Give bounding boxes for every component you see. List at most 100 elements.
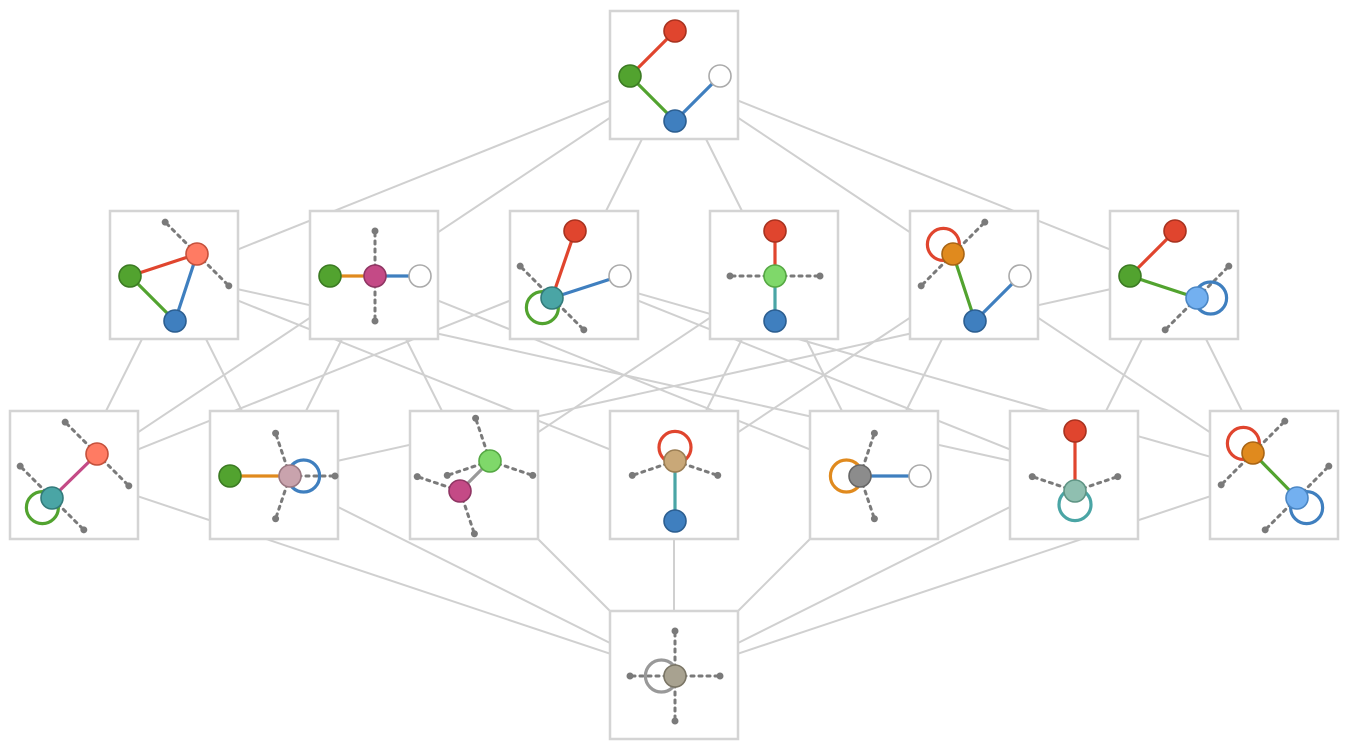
graph-edge — [550, 274, 622, 300]
graph-vertex — [163, 309, 187, 333]
graph-vertex — [663, 109, 687, 133]
lattice-connector-a2-b3 — [405, 338, 443, 412]
stub-endpoint — [125, 482, 133, 490]
lattice-connector-a1-b1 — [105, 338, 143, 412]
lattice-node-b2[interactable] — [208, 409, 340, 541]
graph-vertex — [118, 264, 142, 288]
lattice-node-b1[interactable] — [8, 409, 140, 541]
graph-vertex — [478, 449, 502, 473]
lattice-node-b7[interactable] — [1208, 409, 1340, 541]
lattice-connector-top-a4 — [705, 138, 743, 212]
stub-endpoint — [1028, 473, 1036, 481]
stub-endpoint — [529, 471, 537, 479]
stub-endpoint — [1225, 262, 1233, 270]
graph-vertex — [608, 264, 632, 288]
stub-endpoint — [61, 418, 69, 426]
stub-endpoint — [716, 672, 724, 680]
lattice-connectors — [105, 99, 1243, 655]
stub-endpoint — [981, 218, 989, 226]
graph-vertex — [763, 219, 787, 243]
lattice-connector-b2-bottom — [337, 506, 611, 644]
lattice-connector-a3-b1 — [137, 299, 511, 451]
stub-endpoint — [225, 282, 233, 290]
lattice-connector-top-a1 — [237, 99, 611, 251]
graph-vertex — [278, 464, 302, 488]
stub-endpoint — [16, 462, 24, 470]
graph-vertex — [663, 449, 687, 473]
lattice-node-a2[interactable] — [308, 209, 440, 341]
lattice-connector-top-a5 — [737, 116, 911, 234]
stub-endpoint — [870, 515, 878, 523]
stub-endpoint — [671, 717, 679, 725]
lattice-connector-b3-bottom — [537, 538, 611, 612]
stub-endpoint — [1114, 473, 1122, 481]
graph-vertex — [540, 286, 564, 310]
stub-endpoint — [917, 282, 925, 290]
graph-vertex — [618, 64, 642, 88]
graph-vertex — [1185, 286, 1209, 310]
stub-endpoint — [1281, 417, 1289, 425]
stub-endpoint — [1261, 526, 1269, 534]
lattice-node-top[interactable] — [608, 9, 740, 141]
graph-vertex — [1241, 441, 1265, 465]
stub-endpoint — [470, 530, 478, 538]
lattice-node-a1[interactable] — [108, 209, 240, 341]
lattice-node-bottom[interactable] — [608, 609, 740, 741]
graph-vertex — [218, 464, 242, 488]
lattice-connector-a5-b4 — [737, 316, 911, 434]
graph-vertex — [1063, 479, 1087, 503]
lattice-connector-a6-b6 — [1105, 338, 1143, 412]
lattice-node-a3[interactable] — [508, 209, 640, 341]
lattice-node-b3[interactable] — [408, 409, 540, 541]
lattice-connector-b6-bottom — [737, 506, 1011, 644]
graph-vertex — [563, 219, 587, 243]
lattice-connector-top-a6 — [737, 99, 1111, 251]
graph-vertex — [363, 264, 387, 288]
stub-endpoint — [1217, 481, 1225, 489]
lattice-connector-a2-b1 — [137, 316, 311, 434]
graph-vertex — [663, 19, 687, 43]
graph-edge — [550, 229, 577, 300]
graph-vertex — [85, 442, 109, 466]
lattice-connector-top-a3 — [605, 138, 643, 212]
stub-endpoint — [1325, 462, 1333, 470]
stub-endpoint — [816, 272, 824, 280]
stub-endpoint — [331, 472, 339, 480]
stub-endpoint — [580, 326, 588, 334]
lattice-node-b4[interactable] — [608, 409, 740, 541]
graph-vertex — [763, 309, 787, 333]
stub-endpoint — [413, 473, 421, 481]
graph-vertex — [663, 509, 687, 533]
graph-vertex — [708, 64, 732, 88]
lattice-connector-a6-b7 — [1205, 338, 1243, 412]
stub-endpoint — [671, 627, 679, 635]
graph-vertex — [448, 479, 472, 503]
graph-vertex — [963, 309, 987, 333]
lattice-connector-b5-bottom — [737, 538, 811, 612]
graph-vertex — [908, 464, 932, 488]
stub-endpoint — [80, 526, 88, 534]
stub-endpoint — [443, 471, 451, 479]
graph-vertex — [1163, 219, 1187, 243]
lattice-node-a6[interactable] — [1108, 209, 1240, 341]
graph-vertex — [408, 264, 432, 288]
graph-vertex — [185, 242, 209, 266]
lattice-node-b6[interactable] — [1008, 409, 1140, 541]
stub-endpoint — [1161, 326, 1169, 334]
graph-vertex — [663, 664, 687, 688]
stub-endpoint — [726, 272, 734, 280]
stub-endpoint — [516, 262, 524, 270]
stub-endpoint — [472, 414, 480, 422]
stub-endpoint — [272, 515, 280, 523]
stub-endpoint — [371, 317, 379, 325]
stub-endpoint — [628, 471, 636, 479]
stub-endpoint — [272, 429, 280, 437]
graph-vertex — [1285, 486, 1309, 510]
lattice-node-b5[interactable] — [808, 409, 940, 541]
graph-vertex — [1063, 419, 1087, 443]
graph-vertex — [848, 464, 872, 488]
graph-vertex — [763, 264, 787, 288]
lattice-node-a5[interactable] — [908, 209, 1040, 341]
lattice-node-a4[interactable] — [708, 209, 840, 341]
